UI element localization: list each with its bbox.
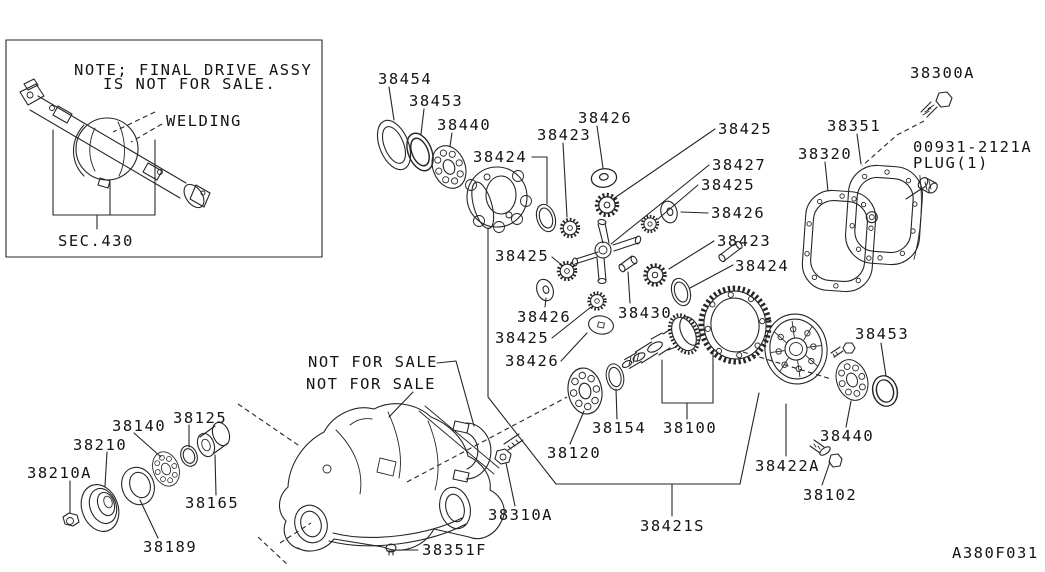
part-label-38154: 38154 [592,419,646,437]
part-label-38423-2: 38423 [717,232,771,250]
part-label-38453-2: 38453 [855,325,909,343]
rear-cover-38351 [845,164,923,266]
welding-leader-lines [112,111,163,143]
part-label-38425-2: 38425 [701,176,755,194]
bearing-cap [452,420,492,483]
part-label-38440-2: 38440 [820,427,874,445]
part-label-38425-1: 38425 [718,120,772,138]
ring-gear-38100 [698,285,772,365]
part-label-38427: 38427 [712,156,766,174]
retainer-38189 [121,466,155,506]
not-for-sale-label-2: NOT FOR SALE [306,375,436,393]
pinion-lock-bolt-38102 [809,439,843,468]
part-label-38454: 38454 [378,70,432,88]
bearing-38120 [563,364,607,418]
note-box: NOTE; FINAL DRIVE ASSY IS NOT FOR SALE. … [5,39,323,258]
part-label-38102: 38102 [803,486,857,504]
dashed-axis-lines [237,120,925,567]
drive-pinion-38100 [621,313,701,369]
bearing-38440-right [830,354,874,406]
oil-seal-38210 [80,484,120,532]
gasket-38320 [801,189,877,293]
drain-plug-00931 [917,177,938,194]
part-label-38426-4: 38426 [505,352,559,370]
part-label-38425-4: 38425 [495,329,549,347]
part-label-38426-1: 38426 [578,109,632,127]
part-label-38100: 38100 [663,419,717,437]
section-label: SEC.430 [58,232,134,250]
washer-38426-mid [533,276,557,304]
part-label-38165: 38165 [185,494,239,512]
part-label-38426-2: 38426 [711,204,765,222]
gear-38425-right-target [640,214,660,234]
part-label-38300A: 38300A [910,64,975,82]
differential-case [465,166,532,233]
side-bearing-bolt [830,342,856,358]
carrier-housing [278,403,505,552]
welding-label: WELDING [166,112,242,130]
spider-cross-38427 [571,218,642,285]
part-label-38210: 38210 [73,436,127,454]
snap-ring-38125 [180,445,198,467]
figure-code: A380F031 [952,544,1039,562]
part-label-38320: 38320 [798,145,852,163]
gear-38423-right-target [643,263,667,287]
part-label-38421S: 38421S [640,517,705,535]
plug-part-number: 00931-2121A [913,138,1032,156]
part-label-38440-1: 38440 [437,116,491,134]
breather-plug-38351F [385,543,397,556]
leader-lines [69,86,922,551]
part-label-38120: 38120 [547,444,601,462]
mate-shaft-end [718,240,743,263]
part-label-38310A: 38310A [488,506,553,524]
part-label-38210A: 38210A [27,464,92,482]
side-gear-washer-top [589,166,619,190]
part-label-38125: 38125 [173,409,227,427]
part-label-38424-1: 38424 [473,148,527,166]
cap-bolt-38310A [494,433,524,465]
part-label-38140: 38140 [112,417,166,435]
note-line-2: IS NOT FOR SALE. [103,75,276,93]
plug-name-label: PLUG(1) [913,154,989,172]
part-label-38425-3: 38425 [495,247,549,265]
part-label-38351F: 38351F [422,541,487,559]
part-label-38351: 38351 [827,117,881,135]
part-label-38453-1: 38453 [409,92,463,110]
part-label-38422A: 38422A [755,457,820,475]
note-line-1: NOTE; FINAL DRIVE ASSY [74,61,312,79]
not-for-sale-label-1: NOT FOR SALE [308,353,438,371]
lock-pin-38430 [618,255,638,273]
pinion-mate-gear-38423-left [559,217,581,239]
part-label-38426-3: 38426 [517,308,571,326]
axle-housing-drawing [19,78,211,209]
part-label-38423-1: 38423 [537,126,591,144]
disc-38426-lower [588,315,614,335]
thrust-washer-38424-left [532,201,560,235]
diff-case-flange [764,313,828,385]
filler-bolt-38300A [920,91,953,118]
part-labels: 38454 38453 38440 38424 38423 38426 3842… [27,64,975,559]
part-label-38424-2: 38424 [735,257,789,275]
sec430-bracket [52,129,156,230]
snap-ring-38453-right [868,372,902,410]
lock-nut-38210A [62,512,80,527]
part-label-38189: 38189 [143,538,197,556]
bearing-38140 [147,447,185,491]
part-label-38430: 38430 [618,304,672,322]
spacer-38165 [196,421,231,458]
